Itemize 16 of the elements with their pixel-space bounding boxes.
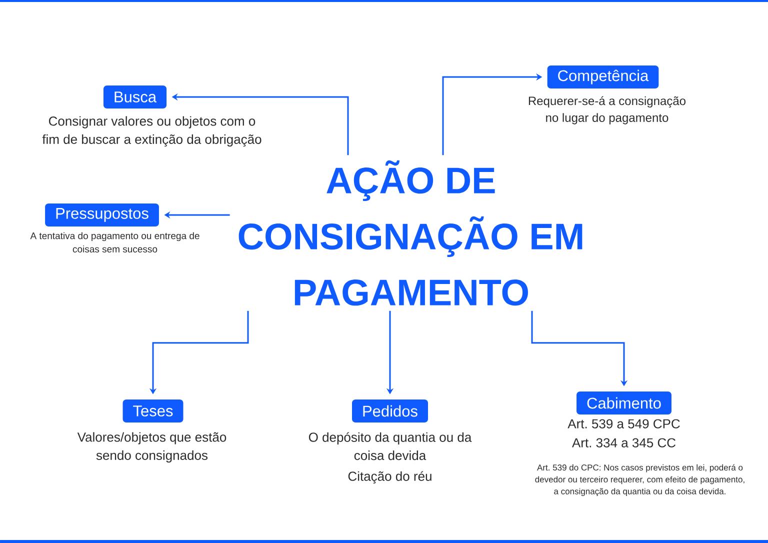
body-text: Art. 334 a 345 CC <box>572 438 676 448</box>
body-text: Art. 539 a 549 CPC <box>568 419 680 428</box>
body-text: Citação do réu <box>348 471 432 484</box>
body-text: Valores/objetos que estão sendo consignados <box>77 432 226 462</box>
body-text: A tentativa do pagamento ou entrega de coisas sem sucesso <box>30 232 200 252</box>
label-box: Competência <box>547 66 659 88</box>
label-box: Cabimento <box>576 392 672 414</box>
body-text: Requerer-se-á a consignação no lugar do pagamento <box>528 96 686 124</box>
body-text: Consignar valores ou objetos com o fim de buscar a extinção da obrigação <box>42 116 262 147</box>
note-text: Art. 539 do CPC: Nos casos previstos em lei, poderá o devedor ou terceiro requerer, com efeito de pagamento, a consignação da quantia ou da coisa devida. <box>535 464 744 496</box>
title-text: AÇÃO DE CONSIGNAÇÃO EM PAGAMENTO <box>238 160 582 306</box>
label-box: Busca <box>103 86 167 108</box>
label-box: Pedidos <box>352 400 428 422</box>
label-box: Pressupostos <box>45 204 159 226</box>
label-box: Teses <box>122 400 184 422</box>
body-text: O depósito da quantia ou da coisa devida <box>308 432 472 460</box>
